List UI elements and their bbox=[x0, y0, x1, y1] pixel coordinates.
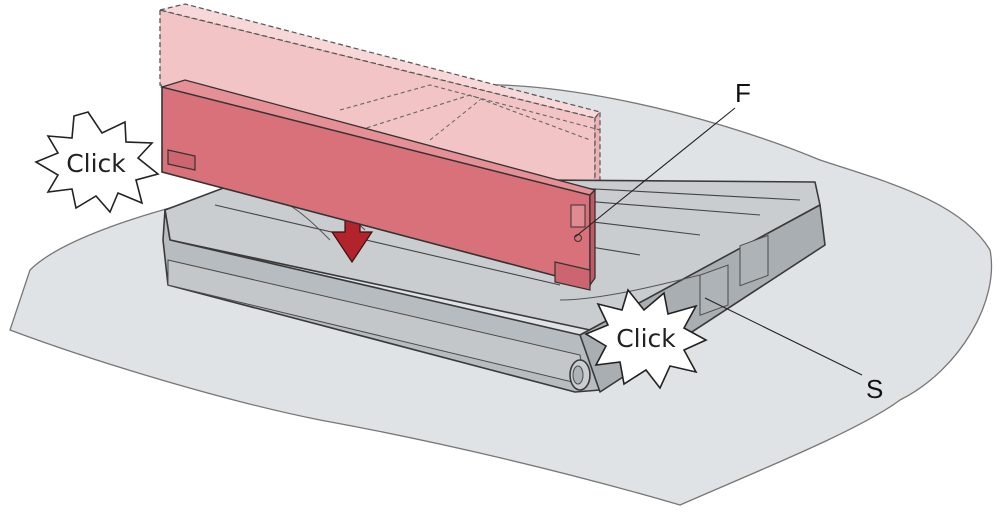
click-burst-right: Click bbox=[584, 288, 708, 390]
callout-label-f: F bbox=[735, 78, 751, 108]
burst-left-shape bbox=[34, 111, 160, 214]
burst-right-text: Click bbox=[616, 324, 676, 353]
front-bar-f bbox=[159, 79, 597, 291]
bar-previous-position bbox=[159, 3, 602, 194]
callout-label-s: S bbox=[866, 374, 883, 404]
burst-left-text: Click bbox=[66, 149, 126, 178]
leader-line-f bbox=[574, 107, 736, 238]
burst-right-shape bbox=[584, 288, 708, 390]
click-burst-left: Click bbox=[34, 111, 160, 214]
leader-line-s bbox=[704, 297, 863, 376]
